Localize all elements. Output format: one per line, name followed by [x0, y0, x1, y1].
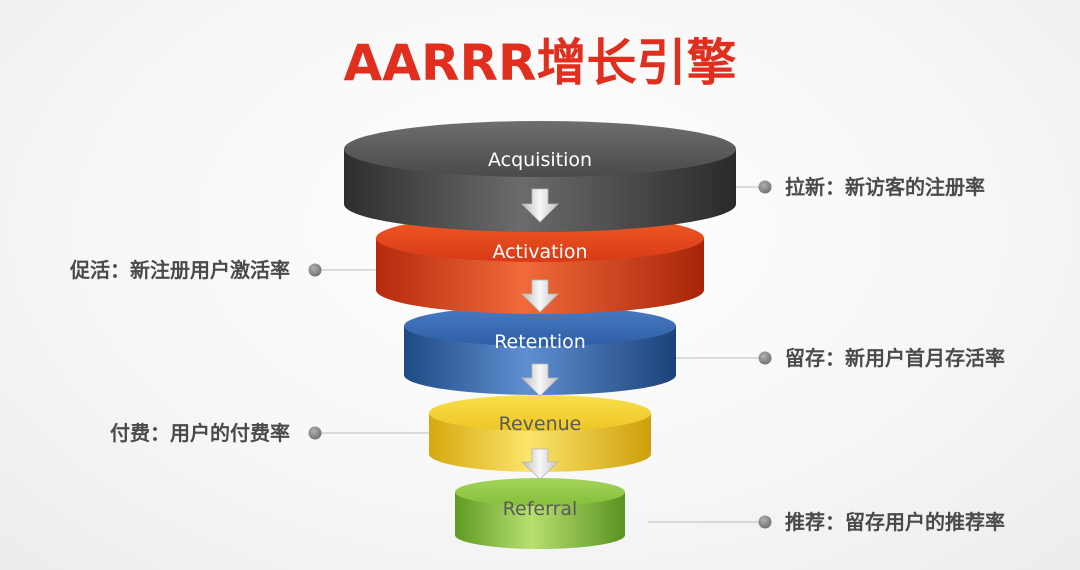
- connectors: [308, 180, 772, 529]
- stage-label-retention: Retention: [494, 331, 586, 353]
- metric-activation: 促活：新注册用户激活率: [69, 258, 290, 282]
- metric-revenue: 付费：用户的付费率: [110, 421, 290, 445]
- down-arrow-icon: [521, 188, 559, 223]
- metric-acquisition: 拉新：新访客的注册率: [785, 175, 985, 199]
- stage-referral: [455, 478, 625, 549]
- stage-label-acquisition: Acquisition: [488, 149, 592, 171]
- stage-retention: [404, 306, 676, 395]
- connector-dot-referral: [758, 515, 772, 529]
- down-arrow-icon: [521, 363, 559, 397]
- connector-dot-retention: [758, 351, 772, 365]
- stage-label-revenue: Revenue: [499, 413, 582, 435]
- down-arrow-icon: [521, 279, 559, 313]
- connector-dot-revenue: [308, 426, 322, 440]
- stage-revenue: [429, 395, 651, 472]
- connector-dot-activation: [308, 263, 322, 277]
- diagram-title: AARRR增长引擎: [344, 34, 737, 92]
- metric-referral: 推荐：留存用户的推荐率: [785, 510, 1005, 534]
- metric-retention: 留存：新用户首月存活率: [785, 346, 1005, 370]
- stage-label-activation: Activation: [492, 241, 587, 263]
- down-arrow-icon: [520, 448, 560, 480]
- connector-dot-acquisition: [758, 180, 772, 194]
- flow-arrows: [520, 188, 560, 480]
- stage-label-referral: Referral: [503, 498, 578, 520]
